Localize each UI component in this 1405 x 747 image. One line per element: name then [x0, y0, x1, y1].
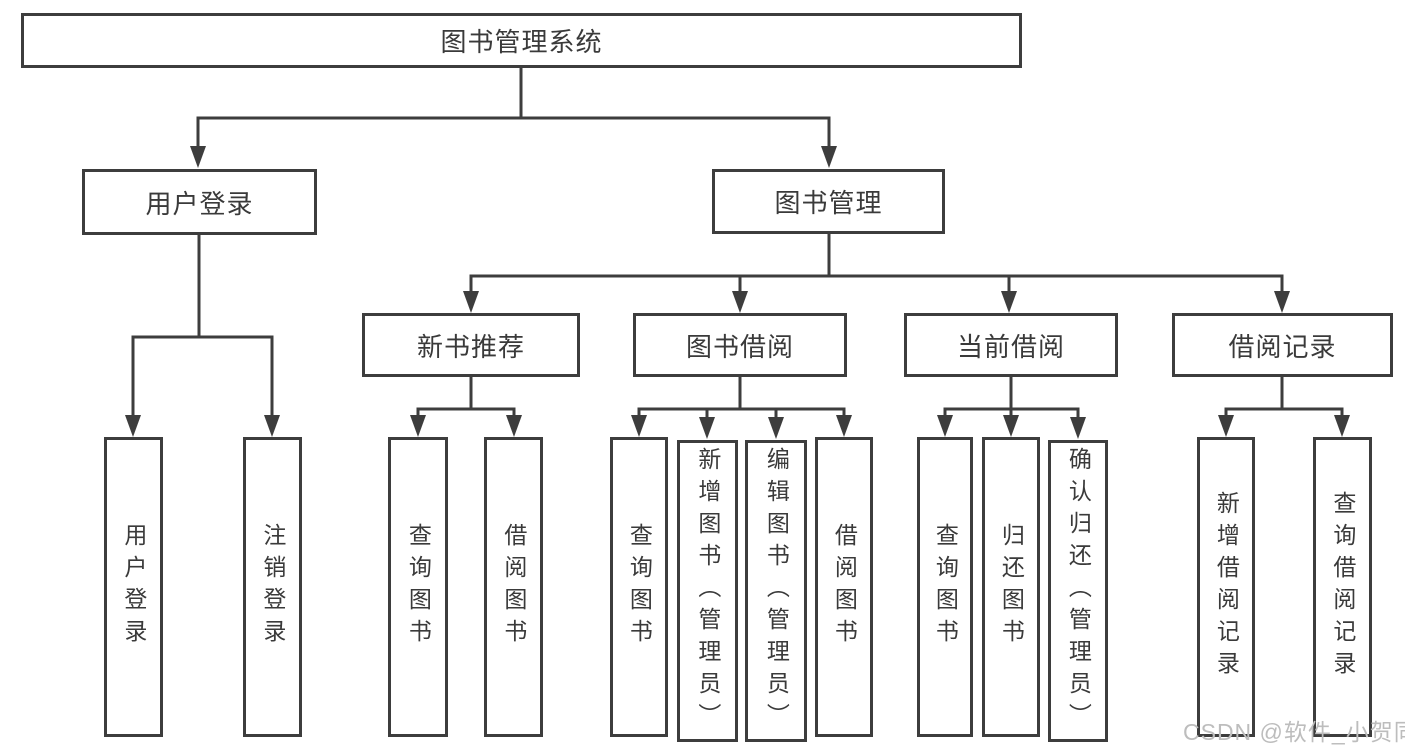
- leaf-return-book: 归还图书: [982, 437, 1040, 737]
- leaf-confirm-return-admin: 确认归还（管理员）: [1048, 440, 1108, 742]
- leaf-query-borrow-record: 查询借阅记录: [1313, 437, 1372, 737]
- csdn-watermark: CSDN @软件_小贺同学: [1183, 719, 1405, 745]
- node-borrow-records: 借阅记录: [1172, 313, 1393, 377]
- node-new-book-recommend: 新书推荐: [362, 313, 580, 377]
- leaf-logout: 注销登录: [243, 437, 302, 737]
- node-user-login-branch: 用户登录: [82, 169, 317, 235]
- leaf-query-books-2-label: 查询图书: [626, 523, 653, 651]
- arrowheads: [125, 146, 1350, 439]
- leaf-add-borrow-record-label: 新增借阅记录: [1213, 491, 1240, 683]
- leaf-add-book-admin: 新增图书（管理员）: [677, 440, 738, 742]
- leaf-borrow-books-1-label: 借阅图书: [500, 523, 527, 651]
- node-new-book-recommend-label: 新书推荐: [416, 331, 525, 362]
- leaf-user-login: 用户登录: [104, 437, 163, 737]
- leaf-query-books-3-label: 查询图书: [932, 523, 959, 651]
- node-user-login-branch-label: 用户登录: [145, 188, 254, 219]
- leaf-query-books-1-label: 查询图书: [405, 523, 432, 651]
- leaf-query-books-3: 查询图书: [917, 437, 973, 737]
- leaf-borrow-books-2-label: 借阅图书: [831, 523, 858, 651]
- leaf-borrow-books-2: 借阅图书: [815, 437, 873, 737]
- leaf-confirm-return-admin-label: 确认归还（管理员）: [1065, 447, 1092, 735]
- node-root: 图书管理系统: [21, 13, 1022, 68]
- leaf-query-books-2: 查询图书: [610, 437, 668, 737]
- node-book-management: 图书管理: [712, 169, 945, 234]
- node-book-borrow: 图书借阅: [633, 313, 847, 377]
- leaf-edit-book-admin: 编辑图书（管理员）: [745, 440, 807, 742]
- leaf-borrow-books-1: 借阅图书: [484, 437, 543, 737]
- node-current-borrow: 当前借阅: [904, 313, 1118, 377]
- leaf-return-book-label: 归还图书: [998, 523, 1025, 651]
- leaf-query-borrow-record-label: 查询借阅记录: [1329, 491, 1356, 683]
- node-book-borrow-label: 图书借阅: [685, 331, 794, 362]
- leaf-edit-book-admin-label: 编辑图书（管理员）: [763, 447, 790, 735]
- leaf-add-borrow-record: 新增借阅记录: [1197, 437, 1255, 737]
- node-book-management-label: 图书管理: [774, 188, 883, 218]
- leaf-add-book-admin-label: 新增图书（管理员）: [694, 447, 721, 735]
- node-borrow-records-label: 借阅记录: [1228, 331, 1337, 362]
- node-root-label: 图书管理系统: [440, 27, 603, 57]
- leaf-user-login-label: 用户登录: [120, 523, 147, 651]
- leaf-query-books-1: 查询图书: [388, 437, 448, 737]
- node-current-borrow-label: 当前借阅: [956, 331, 1065, 362]
- leaf-logout-label: 注销登录: [259, 523, 286, 651]
